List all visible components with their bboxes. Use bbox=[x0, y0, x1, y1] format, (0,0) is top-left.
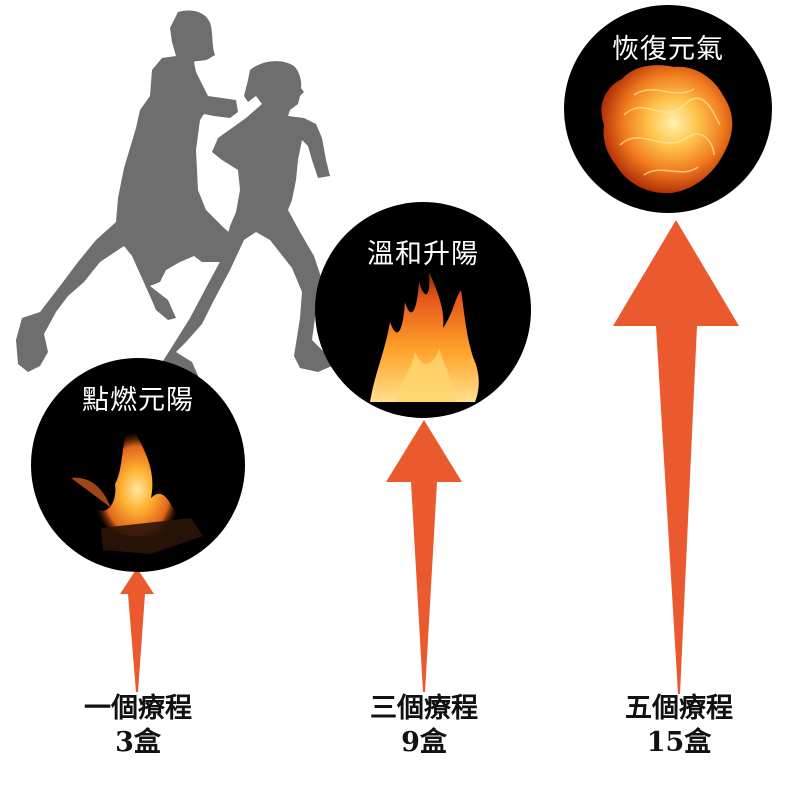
course-count: 一個療程 bbox=[84, 693, 192, 724]
box-count: 15盒 bbox=[646, 727, 712, 758]
stage-label-1: 一個療程 3盒 bbox=[58, 692, 218, 760]
fireball-icon bbox=[601, 65, 733, 194]
course-count: 三個療程 bbox=[370, 693, 478, 724]
stage-title: 點燃元陽 bbox=[82, 385, 194, 416]
arrow-up-icon bbox=[120, 568, 154, 692]
small-flame-icon bbox=[71, 420, 203, 554]
stage-label-2: 三個療程 9盒 bbox=[344, 692, 504, 760]
stage-circle-3: 恢復元氣 bbox=[564, 5, 772, 213]
arrow-up-icon bbox=[386, 420, 462, 692]
arrow-up-icon bbox=[613, 220, 739, 694]
stage-label-3: 五個療程 15盒 bbox=[599, 692, 759, 760]
campfire-flame-icon bbox=[370, 272, 479, 402]
course-count: 五個療程 bbox=[625, 693, 733, 724]
box-count: 9盒 bbox=[401, 727, 447, 758]
stage-circle-1: 點燃元陽 bbox=[31, 358, 245, 572]
stage-title: 溫和升陽 bbox=[367, 239, 479, 270]
box-count: 3盒 bbox=[115, 727, 161, 758]
stage-circle-2: 溫和升陽 bbox=[315, 202, 531, 418]
stage-title: 恢復元氣 bbox=[612, 34, 724, 65]
